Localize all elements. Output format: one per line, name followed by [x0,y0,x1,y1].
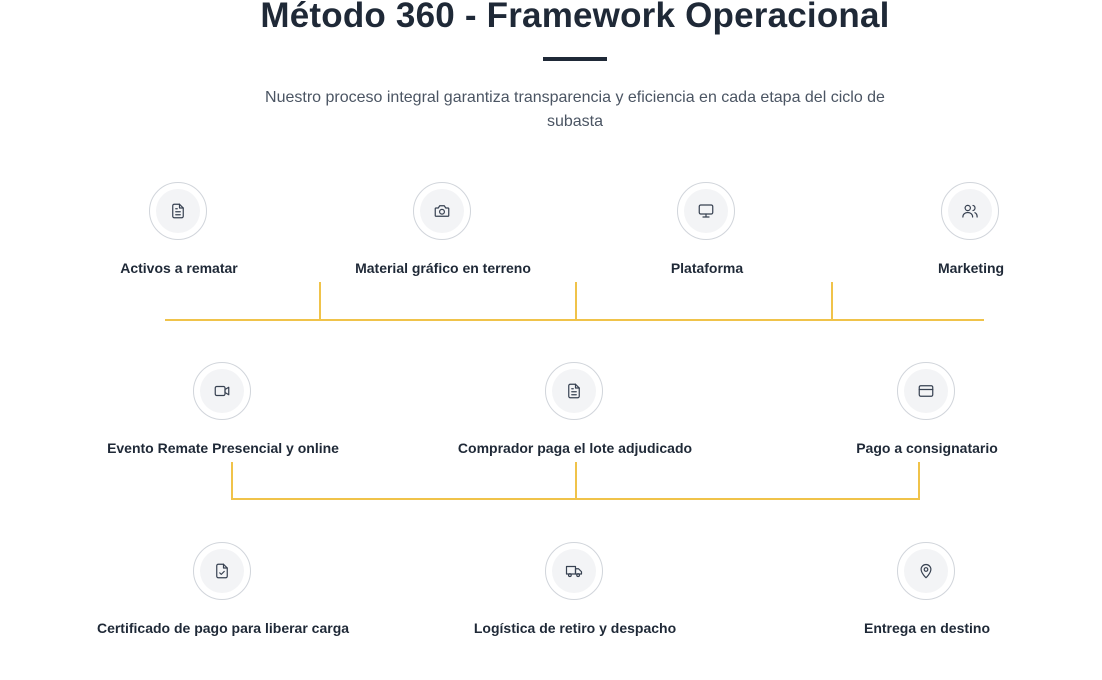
connector-row2-drop-1 [231,462,233,500]
step-icon-circle [149,182,207,240]
step-icon-circle [677,182,735,240]
credit-card-icon [918,385,934,397]
step-label: Certificado de pago para liberar carga [96,620,350,636]
title-underline [543,57,607,61]
connector-row1-horizontal [165,319,984,321]
step-label: Logística de retiro y despacho [473,620,677,636]
step-entrega-destino[interactable]: Entrega en destino [787,542,1067,652]
document-icon [172,203,184,219]
step-icon-circle [193,542,251,600]
step-pago-consignatario[interactable]: Pago a consignatario [787,362,1067,472]
step-marketing[interactable]: Marketing [831,182,1102,292]
step-activos-a-rematar[interactable]: Activos a rematar [39,182,319,292]
page-subtitle: Nuestro proceso integral garantiza trans… [265,89,885,130]
step-plataforma[interactable]: Plataforma [567,182,847,292]
map-pin-icon [920,563,932,579]
step-label: Activos a rematar [120,260,238,276]
step-icon-circle [193,362,251,420]
connector-row1-drop-1 [319,282,321,321]
step-icon-circle [941,182,999,240]
step-certificado-pago[interactable]: Certificado de pago para liberar carga [83,542,363,652]
step-evento-remate[interactable]: Evento Remate Presencial y online [83,362,363,472]
video-icon [214,385,230,397]
step-label: Entrega en destino [863,620,991,636]
step-label: Material gráfico en terreno [355,260,531,276]
step-label: Pago a consignatario [856,440,998,456]
connector-row1-drop-2 [575,282,577,321]
step-logistica[interactable]: Logística de retiro y despacho [435,542,715,652]
users-icon [962,204,978,218]
step-icon-circle [897,542,955,600]
page-title: Método 360 - Framework Operacional [260,0,890,35]
camera-icon [434,205,450,217]
step-icon-circle [545,542,603,600]
step-icon-circle [897,362,955,420]
step-icon-circle [545,362,603,420]
truck-icon [565,565,583,578]
step-label: Evento Remate Presencial y online [107,440,339,456]
step-label: Plataforma [670,260,744,276]
connector-row1-drop-3 [831,282,833,321]
connector-row2-drop-2 [575,462,577,500]
step-icon-circle [413,182,471,240]
file-check-icon [216,563,228,579]
connector-row2-drop-3 [918,462,920,500]
monitor-icon [698,204,714,218]
document-icon [568,383,580,399]
step-label: Comprador paga el lote adjudicado [457,440,693,456]
step-label: Marketing [937,260,1005,276]
step-comprador-paga[interactable]: Comprador paga el lote adjudicado [435,362,715,472]
step-material-grafico[interactable]: Material gráfico en terreno [303,182,583,292]
